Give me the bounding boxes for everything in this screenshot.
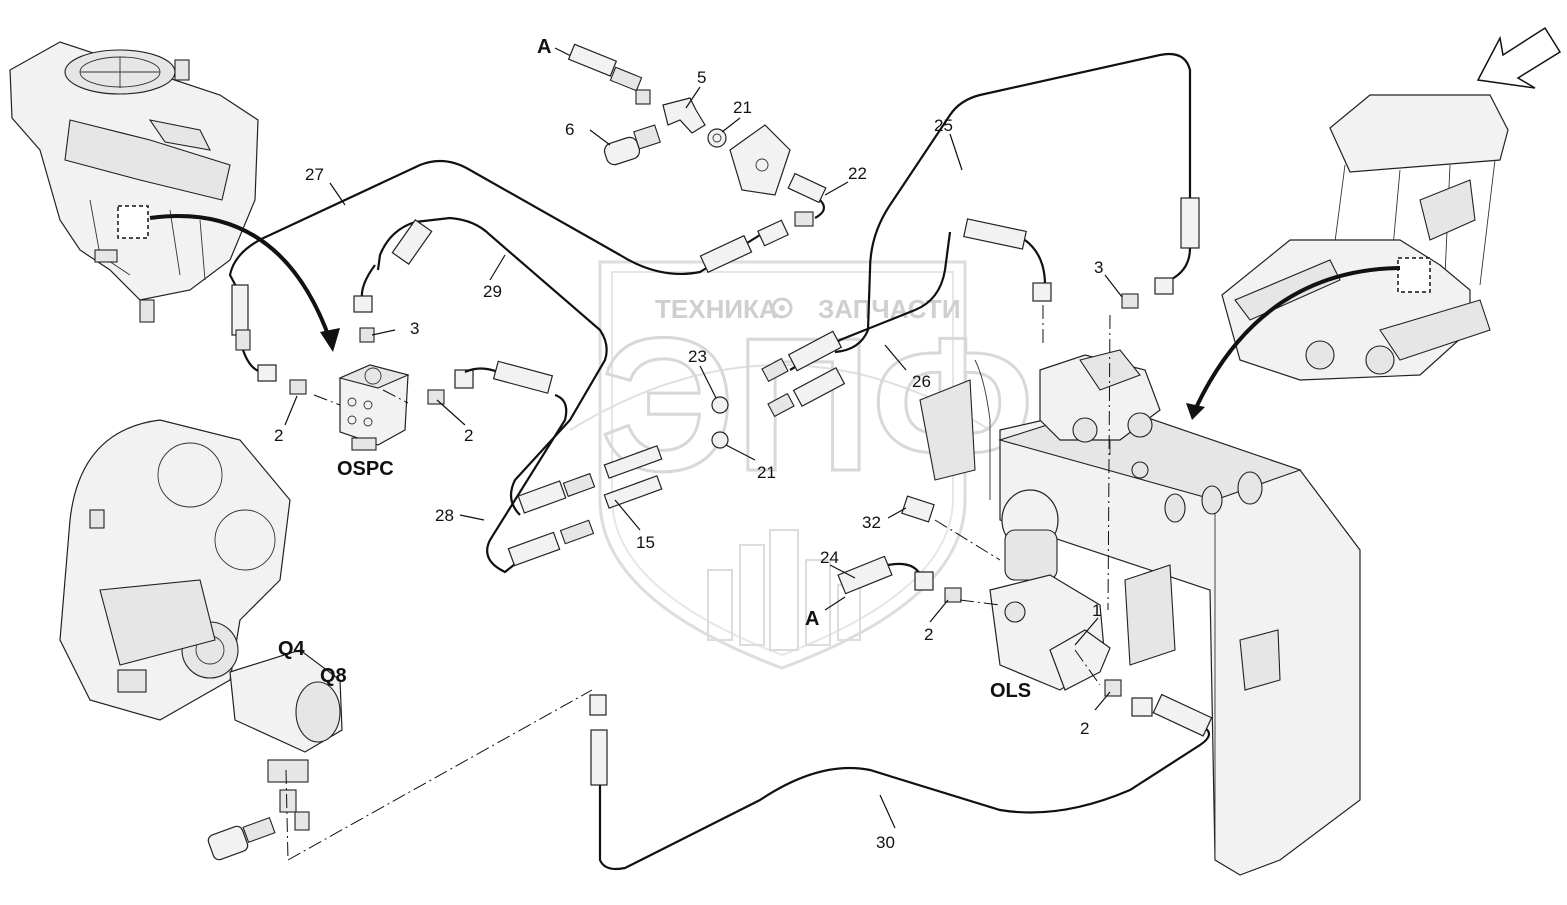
callout-1: 1 (1092, 601, 1101, 620)
component-labels: A A OSPC Q4 Q8 OLS (278, 36, 1031, 702)
callout-5: 5 (697, 68, 706, 87)
callout-30: 30 (876, 833, 895, 852)
callout-2-mid: 2 (924, 625, 933, 644)
label-a-bottom: A (805, 608, 819, 630)
label-a-top: A (537, 36, 551, 58)
machine-arrow (1193, 266, 1401, 411)
ospc-steering-unit (338, 364, 410, 451)
gear-icon (771, 297, 793, 319)
hose-fittings (231, 43, 1213, 786)
leader-lines (284, 86, 1123, 829)
callout-3-ospc: 3 (410, 319, 419, 338)
callout-2-ospc-right: 2 (464, 426, 473, 445)
label-ols: OLS (990, 680, 1031, 702)
callout-28: 28 (435, 506, 454, 525)
label-q8: Q8 (320, 665, 347, 687)
watermark: ТЕХНИКА ЗАПЧАСТИ ЭПФ (569, 260, 1035, 670)
callout-24: 24 (820, 548, 839, 567)
watermark-left-text: ТЕХНИКА (655, 294, 778, 324)
callout-6: 6 (565, 120, 574, 139)
hoses (228, 52, 1211, 871)
callout-22: 22 (848, 164, 867, 183)
callout-2-ospc-left: 2 (274, 426, 283, 445)
callout-21-mid: 21 (757, 463, 776, 482)
view-direction-arrow (1476, 26, 1562, 89)
callout-32: 32 (862, 513, 881, 532)
callout-2-ols: 2 (1080, 719, 1089, 738)
callout-25: 25 (934, 116, 953, 135)
callout-26: 26 (912, 372, 931, 391)
pump-assembly (59, 419, 343, 861)
tank-ols-assembly (919, 349, 1361, 876)
callout-numbers: 5 21 6 22 25 27 29 3 3 2 2 23 26 21 28 1… (274, 68, 1103, 852)
label-ospc: OSPC (337, 458, 394, 480)
watermark-right-text: ЗАПЧАСТИ (818, 294, 961, 324)
callout-3-right: 3 (1094, 258, 1103, 277)
center-lines (285, 305, 1111, 861)
callout-23: 23 (688, 347, 707, 366)
callout-29: 29 (483, 282, 502, 301)
callout-27: 27 (305, 165, 324, 184)
operator-console (9, 41, 259, 323)
label-q4: Q4 (278, 638, 306, 660)
callout-21-top: 21 (733, 98, 752, 117)
callout-15: 15 (636, 533, 655, 552)
paver-machine (1221, 94, 1509, 381)
